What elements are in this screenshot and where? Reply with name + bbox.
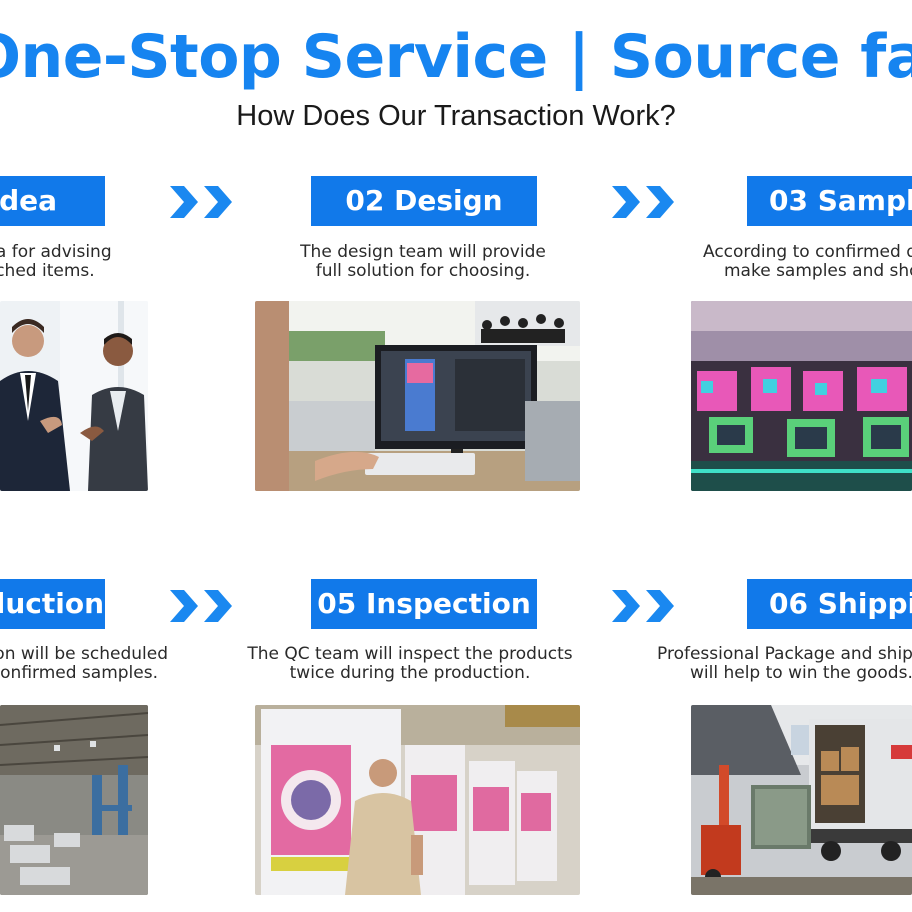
- step-06-desc-line1: Professional Package and shipping: [657, 645, 912, 664]
- page-subtitle: How Does Our Transaction Work?: [236, 100, 676, 132]
- step-02-label: 02 Design: [345, 184, 503, 217]
- step-06-label: 06 Shipping: [769, 587, 912, 620]
- page-headline: One-Stop Service | Source factory: [0, 18, 912, 98]
- step-03-desc-line1: According to confirmed design,: [703, 243, 912, 262]
- photo-business-meeting: [0, 301, 148, 491]
- step-04-badge: 04 Production: [0, 579, 105, 629]
- photo-shipping-truck: [691, 705, 912, 895]
- step-06-desc: Professional Package and shipping will h…: [655, 645, 912, 683]
- step-03-desc-line2: make samples and show.: [724, 261, 912, 281]
- photo-factory-floor: [0, 705, 148, 895]
- step-02-desc-line1: The design team will provide: [300, 243, 546, 262]
- double-chevron-right-icon: [612, 186, 674, 218]
- step-01-label: 01 Idea: [0, 184, 58, 217]
- step-03-desc: According to confirmed design, make samp…: [700, 243, 912, 281]
- photo-design-desk: [255, 301, 580, 491]
- step-01-badge: 01 Idea: [0, 176, 105, 226]
- photo-inspection-machines: [255, 705, 580, 895]
- step-03-badge: 03 Sample: [747, 176, 912, 226]
- step-04-desc-line2: after confirmed samples.: [0, 663, 158, 683]
- step-01-desc: Send us the idea for advising the most m…: [0, 243, 125, 281]
- step-05-desc-line2: twice during the production.: [289, 663, 531, 683]
- step-06-badge: 06 Shipping: [747, 579, 912, 629]
- step-05-desc-line1: The QC team will inspect the products: [247, 645, 573, 664]
- step-04-label: 04 Production: [0, 587, 105, 620]
- step-05-badge: 05 Inspection: [311, 579, 537, 629]
- double-chevron-right-icon: [612, 590, 674, 622]
- step-03-label: 03 Sample: [769, 184, 912, 217]
- step-01-desc-line2: the most matched items.: [0, 261, 95, 281]
- headline-text: One-Stop Service | Source factory: [0, 22, 912, 92]
- step-02-badge: 02 Design: [311, 176, 537, 226]
- step-05-label: 05 Inspection: [317, 587, 531, 620]
- double-chevron-right-icon: [170, 590, 232, 622]
- step-01-desc-line1: Send us the idea for advising: [0, 243, 112, 262]
- step-02-desc-line2: full solution for choosing.: [315, 261, 531, 281]
- step-06-desc-line2: will help to win the goods.: [690, 663, 912, 683]
- step-02-desc: The design team will provide full soluti…: [270, 243, 576, 281]
- double-chevron-right-icon: [170, 186, 232, 218]
- step-05-desc: The QC team will inspect the products tw…: [232, 645, 588, 683]
- photo-arcade-samples: [691, 301, 912, 491]
- step-04-desc-line1: The production will be scheduled: [0, 645, 168, 664]
- step-04-desc: The production will be scheduled after c…: [0, 645, 168, 683]
